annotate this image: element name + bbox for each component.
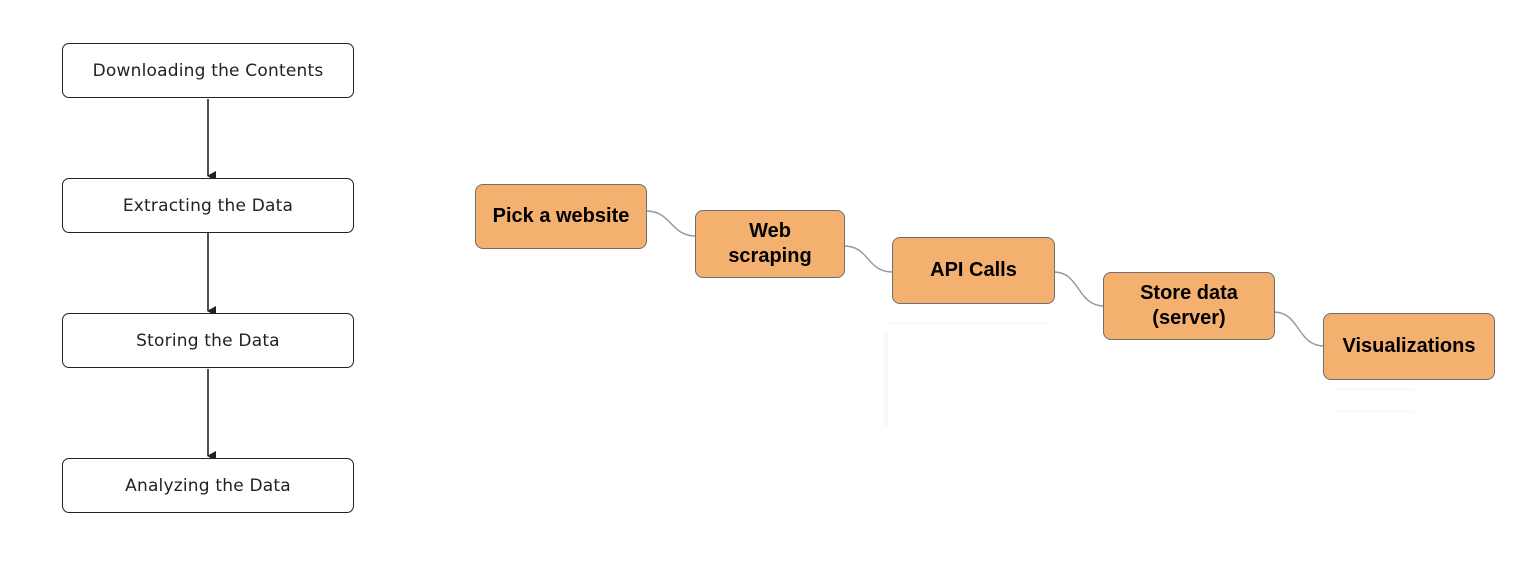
step-pick-website: Pick a website xyxy=(475,184,647,249)
ghost-artifact xyxy=(1334,410,1414,413)
ghost-artifact xyxy=(888,322,1048,325)
ghost-artifact xyxy=(884,330,888,426)
step-web-scraping: Web scraping xyxy=(695,210,845,278)
step-storing-data: Storing the Data xyxy=(62,313,354,368)
connector-api-to-store xyxy=(1053,271,1105,307)
step-analyzing-data: Analyzing the Data xyxy=(62,458,354,513)
step-downloading-contents: Downloading the Contents xyxy=(62,43,354,98)
ghost-artifact xyxy=(1334,388,1414,391)
step-visualizations: Visualizations xyxy=(1323,313,1495,380)
connector-store-to-viz xyxy=(1273,311,1325,347)
connector-pick-to-web xyxy=(645,210,697,237)
step-store-data-server: Store data (server) xyxy=(1103,272,1275,340)
connector-web-to-api xyxy=(843,245,894,273)
step-api-calls: API Calls xyxy=(892,237,1055,304)
step-extracting-data: Extracting the Data xyxy=(62,178,354,233)
